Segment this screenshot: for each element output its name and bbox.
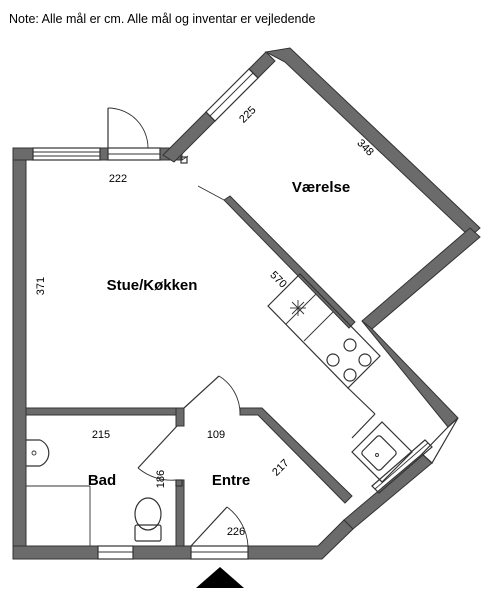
- window-bedroom: [205, 68, 259, 122]
- column-marker: [180, 156, 188, 164]
- room-label-stue-kokken: Stue/Køkken: [107, 277, 198, 294]
- toilet-icon: [134, 497, 162, 542]
- entrance-arrow-icon: [196, 567, 244, 588]
- window-kitchen-2: [371, 439, 433, 494]
- plan-note: Note: Alle mål er cm. Alle mål og invent…: [9, 12, 316, 26]
- bottom-wall-left: [12, 545, 99, 560]
- window-kitchen: [421, 417, 459, 464]
- dim-371: 371: [35, 277, 47, 295]
- exterior-walls: [12, 47, 481, 560]
- room-label-entre: Entre: [212, 472, 250, 489]
- bathroom-fixtures: [26, 439, 162, 546]
- door-marker: [175, 479, 183, 487]
- hob-icon: [326, 338, 372, 382]
- asterisk-icon: [290, 300, 306, 316]
- dim-226: 226: [227, 526, 245, 538]
- dim-186: 186: [155, 470, 167, 488]
- room-label-bad: Bad: [88, 472, 116, 489]
- top-wall-left: [12, 147, 34, 161]
- dim-217: 217: [270, 457, 291, 478]
- bathroom-top-wall: [25, 407, 182, 416]
- bedroom-wall-upper-left: [248, 51, 276, 79]
- bedroom-wall-lower-left: [162, 111, 216, 163]
- bedroom-wall-bottom: [361, 227, 481, 330]
- top-wall-mid: [99, 147, 109, 161]
- bedroom-partition: [223, 195, 356, 329]
- dim-225-bedroom: 225: [237, 104, 258, 125]
- bottom-wall-right: [247, 519, 354, 560]
- windows: [32, 68, 459, 560]
- interior-walls: [25, 185, 356, 547]
- entry-right-wall: [239, 407, 353, 504]
- washbasin-icon: [26, 439, 50, 467]
- dim-215: 215: [92, 429, 110, 441]
- left-wall: [12, 147, 27, 560]
- bedroom-wall-right: [264, 47, 481, 238]
- dim-570: 570: [267, 269, 288, 290]
- counter-sink-section: [351, 421, 413, 483]
- dim-222: 222: [109, 173, 127, 185]
- bathroom-wall-stub: [175, 407, 185, 427]
- window-bathroom: [97, 545, 134, 560]
- window-living-left: [32, 147, 101, 161]
- bottom-wall-mid: [132, 545, 192, 560]
- counter-top: [267, 273, 381, 389]
- bathroom-right-wall: [175, 479, 185, 547]
- entry-outer-wall: [343, 453, 433, 530]
- kitchen-counter: [267, 273, 413, 483]
- sink-icon: [361, 435, 397, 471]
- kitchen-outer-wall: [361, 320, 459, 428]
- doors: [107, 107, 249, 547]
- dim-109: 109: [207, 429, 225, 441]
- entrance-door-frame: [190, 545, 249, 560]
- room-label-vaerelse: Værelse: [292, 179, 350, 196]
